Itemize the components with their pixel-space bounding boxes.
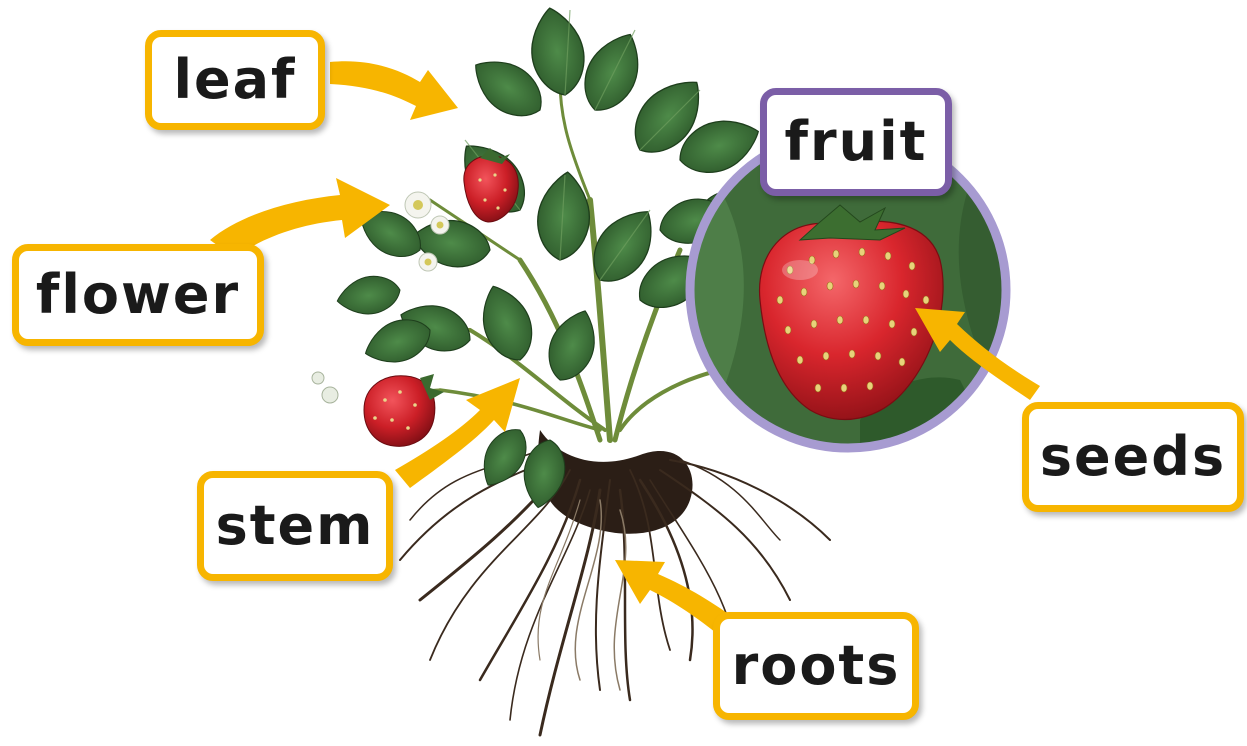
- roots-label: roots: [713, 612, 919, 720]
- flower-label: flower: [12, 244, 264, 346]
- fruit-label: fruit: [760, 88, 952, 196]
- leaf-label: leaf: [145, 30, 325, 130]
- seeds-label: seeds: [1022, 402, 1244, 512]
- stem-label: stem: [197, 471, 393, 581]
